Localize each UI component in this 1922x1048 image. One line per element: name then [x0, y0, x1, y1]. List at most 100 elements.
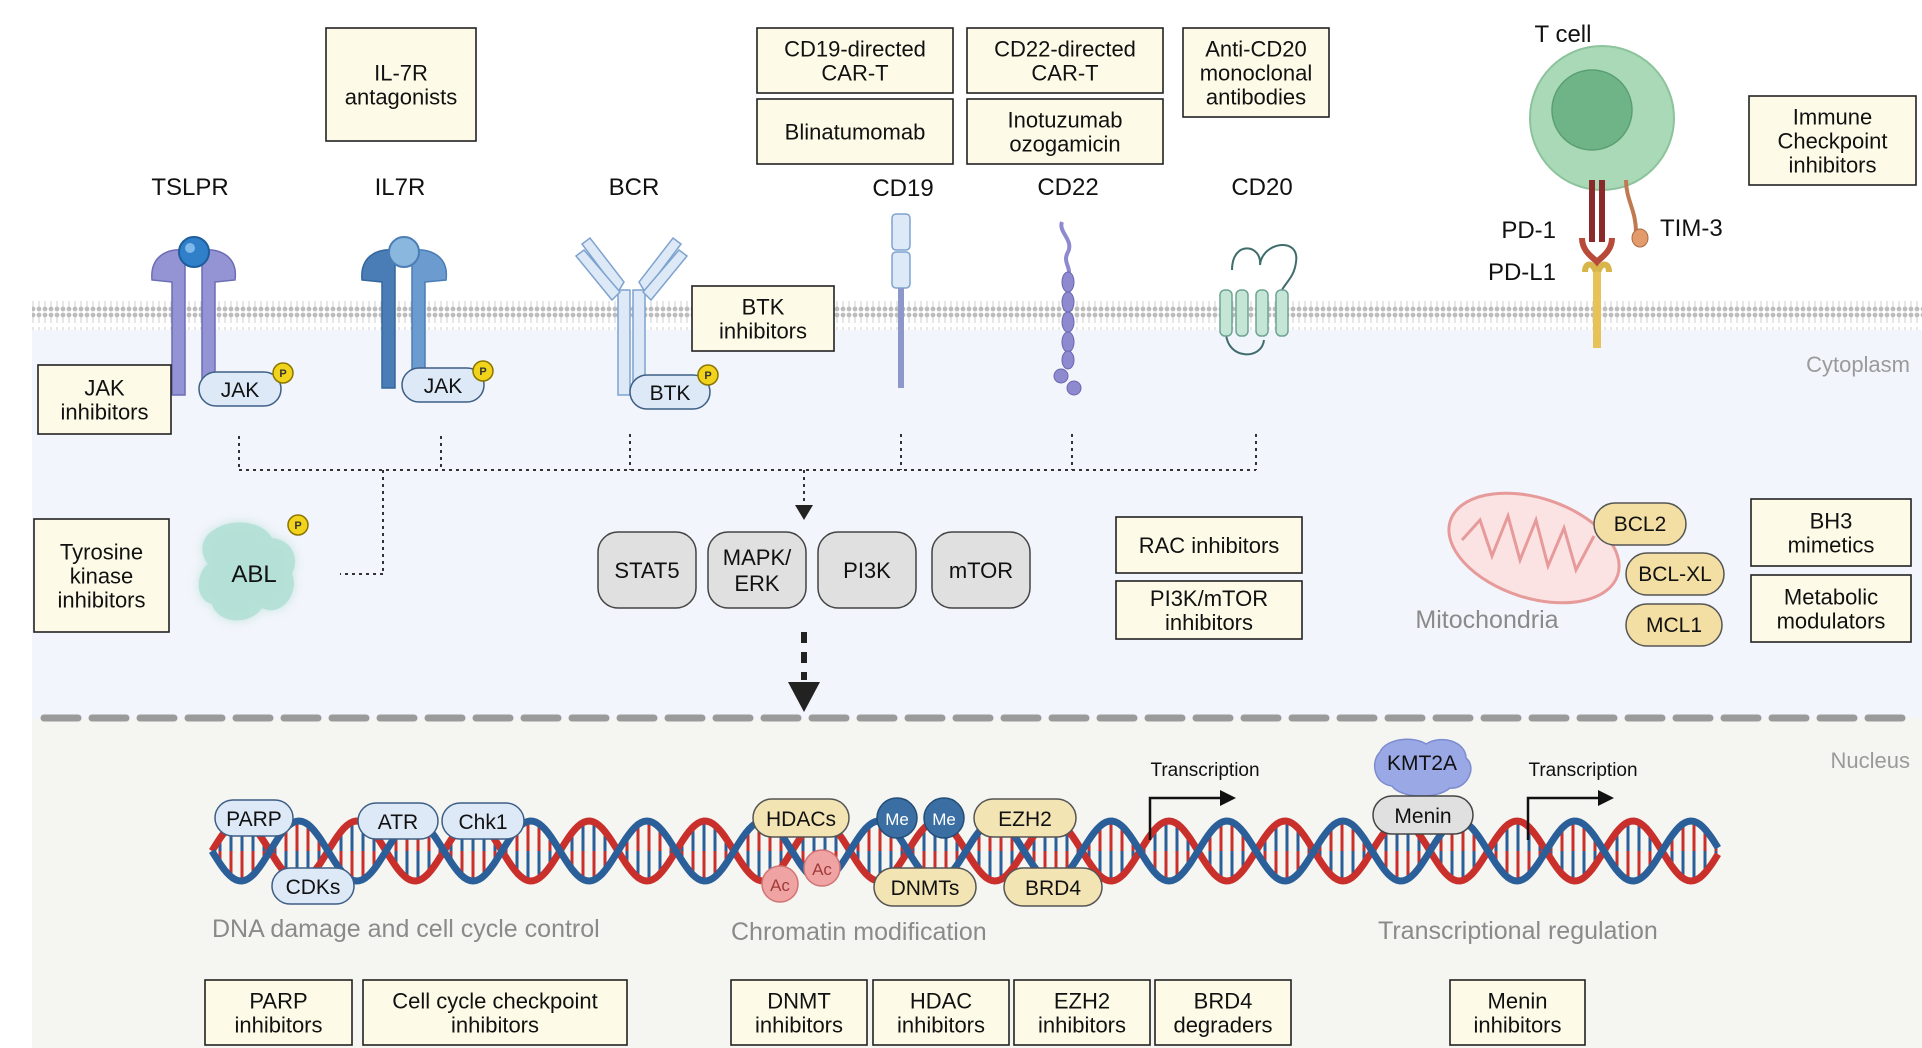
drug-box-line: BH3 [1810, 509, 1853, 534]
t-cell-icon [1529, 45, 1675, 191]
blinatumomab-box: Blinatumomab [756, 98, 954, 165]
arrow-to-nucleus-head [788, 682, 820, 712]
drug-box-line: PI3K/mTOR [1150, 586, 1268, 611]
svg-text:CDKs: CDKs [286, 876, 341, 899]
svg-text:Chk1: Chk1 [458, 811, 507, 834]
rac-inhibitors-box: RAC inhibitors [1115, 516, 1303, 574]
drug-box-line: Inotuzumab [1008, 108, 1123, 133]
drug-box-line: inhibitors [897, 1013, 985, 1038]
svg-text:JAK: JAK [221, 379, 260, 402]
pathway-node-label: mTOR [949, 558, 1013, 583]
drug-box-line: HDAC [910, 989, 972, 1014]
drug-box-line: CD22-directed [994, 37, 1136, 62]
cell-membrane [32, 298, 1922, 330]
pd1-label: PD-1 [1501, 217, 1556, 244]
svg-text:P: P [279, 368, 286, 380]
methyl-mark-2: Me [923, 797, 965, 839]
drug-box-line: modulators [1777, 609, 1886, 634]
drug-box-line: mimetics [1788, 533, 1875, 558]
drug-box-line: inhibitors [1473, 1013, 1561, 1038]
drug-box-line: kinase [70, 564, 134, 589]
btk-kinase: BTK P [629, 364, 719, 410]
cytoplasm-label: Cytoplasm [1806, 352, 1910, 377]
drug-box-line: monoclonal [1200, 61, 1313, 86]
jak-kinase-2: JAK P [401, 360, 494, 403]
drug-box-line: antagonists [345, 85, 458, 110]
bcr-receptor-icon [574, 236, 689, 396]
drug-box-line: Blinatumomab [785, 120, 926, 145]
pathway-node-label: MAPK/ [723, 545, 792, 570]
pathway-node-label: STAT5 [614, 558, 679, 583]
svg-text:BTK: BTK [650, 382, 691, 405]
drug-box-line: inhibitors [755, 1013, 843, 1038]
drug-box-line: Anti-CD20 [1205, 37, 1306, 62]
atr-protein: ATR [357, 802, 439, 840]
svg-text:BCL-XL: BCL-XL [1638, 563, 1712, 586]
drug-box-line: inhibitors [719, 319, 807, 344]
dna-helix [209, 817, 1721, 885]
drug-box-line: Menin [1488, 989, 1548, 1014]
drug-box-line: BTK [742, 295, 785, 320]
svg-text:BCL2: BCL2 [1614, 513, 1667, 536]
drug-box-line: DNMT [767, 989, 831, 1014]
mcl1-protein: MCL1 [1625, 603, 1723, 647]
svg-text:DNMTs: DNMTs [891, 877, 960, 900]
cd22-receptor-icon [1053, 221, 1082, 396]
parp-protein: PARP [214, 799, 294, 837]
drug-box-line: Metabolic [1784, 585, 1878, 610]
cd19-label: CD19 [872, 175, 933, 202]
svg-text:Ac: Ac [812, 860, 832, 879]
phospho-icon [472, 360, 494, 382]
abl-kinase: ABL P [198, 514, 309, 621]
hdacs-protein: HDACs [752, 798, 850, 838]
svg-text:HDACs: HDACs [766, 808, 836, 831]
arrow-to-pathway [795, 505, 813, 520]
menin-protein: Menin [1372, 795, 1474, 835]
chromatin-section-label: Chromatin modification [731, 918, 987, 946]
cd20-label: CD20 [1231, 174, 1292, 201]
drug-box-line: inhibitors [60, 400, 148, 425]
pathway-node-label: PI3K [843, 558, 891, 583]
drug-box-line: PARP [249, 989, 307, 1014]
svg-text:BRD4: BRD4 [1025, 877, 1081, 900]
pathway-node: MAPK/ERK [707, 531, 807, 609]
pathway-nodes: STAT5 MAPK/ERK PI3K mTOR [597, 531, 1031, 609]
pdl1-label: PD-L1 [1488, 259, 1556, 286]
chk1-protein: Chk1 [441, 802, 525, 840]
mitochondria-icon [1447, 491, 1621, 605]
drug-box-line: IL-7R [374, 61, 428, 86]
svg-text:Transcription: Transcription [1528, 760, 1637, 781]
drug-box-line: Checkpoint [1777, 129, 1887, 154]
drug-box-line: inhibitors [57, 588, 145, 613]
brd4-protein: BRD4 [1003, 867, 1103, 907]
pd1-receptor-icon [1579, 180, 1615, 267]
drug-box-line: CAR-T [821, 61, 888, 86]
tim3-receptor-icon [1624, 179, 1649, 248]
svg-text:ATR: ATR [378, 811, 418, 834]
transcription-arrow-2: Transcription [1526, 760, 1638, 840]
acetyl-mark-1: Ac [761, 865, 799, 903]
cdks-protein: CDKs [271, 867, 355, 905]
jak-kinase-1: JAK P [198, 362, 294, 407]
drug-box-line: CD19-directed [784, 37, 926, 62]
svg-text:Menin: Menin [1394, 805, 1451, 828]
svg-text:EZH2: EZH2 [998, 808, 1052, 831]
phospho-icon [272, 362, 294, 384]
t-cell-label: T cell [1535, 21, 1592, 48]
drug-box-line: RAC inhibitors [1139, 533, 1280, 558]
pdl1-receptor-icon [1582, 261, 1612, 348]
svg-text:P: P [479, 366, 486, 378]
svg-text:Transcription: Transcription [1150, 760, 1259, 781]
